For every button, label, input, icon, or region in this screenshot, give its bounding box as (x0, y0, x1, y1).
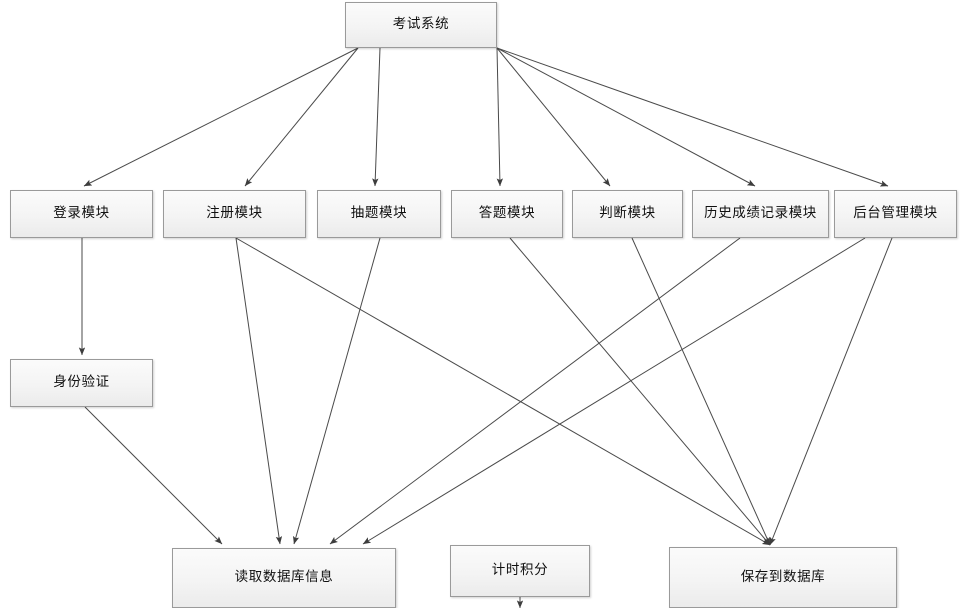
node-read_db[interactable]: 读取数据库信息 (172, 548, 396, 608)
edge-draw_question-to-read_db (292, 237, 381, 545)
node-label-history: 历史成绩记录模块 (704, 205, 817, 222)
node-label-register: 注册模块 (206, 205, 263, 222)
edge-exam_system-to-judge (496, 47, 611, 187)
node-label-login: 登录模块 (53, 205, 110, 222)
node-login[interactable]: 登录模块 (10, 190, 153, 238)
node-label-identity: 身份验证 (53, 374, 110, 391)
node-label-read_db: 读取数据库信息 (234, 569, 334, 586)
node-label-timer_score: 计时积分 (491, 562, 549, 579)
edge-answer-to-save_db (509, 237, 771, 546)
node-timer_score[interactable]: 计时积分 (450, 545, 590, 597)
node-judge[interactable]: 判断模块 (572, 190, 683, 238)
edge-backend-to-read_db (362, 237, 866, 545)
node-history[interactable]: 历史成绩记录模块 (692, 190, 829, 238)
node-save_db[interactable]: 保存到数据库 (669, 547, 897, 608)
edge-register-to-read_db (235, 237, 283, 545)
edge-exam_system-to-answer (496, 47, 504, 187)
node-label-answer: 答题模块 (478, 205, 536, 222)
edge-backend-to-save_db (769, 237, 893, 546)
node-label-exam_system: 考试系统 (392, 16, 450, 33)
edge-identity-to-read_db (84, 406, 223, 545)
edge-group (78, 47, 893, 608)
node-draw_question[interactable]: 抽题模块 (317, 190, 441, 238)
node-label-backend: 后台管理模块 (853, 205, 938, 222)
node-answer[interactable]: 答题模块 (451, 190, 563, 238)
edge-exam_system-to-login (83, 47, 359, 187)
node-exam_system[interactable]: 考试系统 (345, 2, 497, 48)
edge-exam_system-to-backend (496, 47, 889, 187)
edge-history-to-read_db (329, 237, 741, 545)
node-backend[interactable]: 后台管理模块 (834, 190, 957, 238)
edge-exam_system-to-history (496, 47, 756, 187)
node-label-judge: 判断模块 (599, 205, 656, 222)
edge-exam_system-to-draw_question (372, 47, 381, 187)
node-identity[interactable]: 身份验证 (10, 359, 153, 407)
node-label-draw_question: 抽题模块 (350, 205, 408, 222)
edge-judge-to-save_db (631, 237, 771, 546)
edge-register-to-save_db (235, 237, 771, 546)
node-register[interactable]: 注册模块 (163, 190, 306, 238)
node-label-save_db: 保存到数据库 (740, 568, 826, 585)
edge-exam_system-to-register (244, 47, 359, 187)
